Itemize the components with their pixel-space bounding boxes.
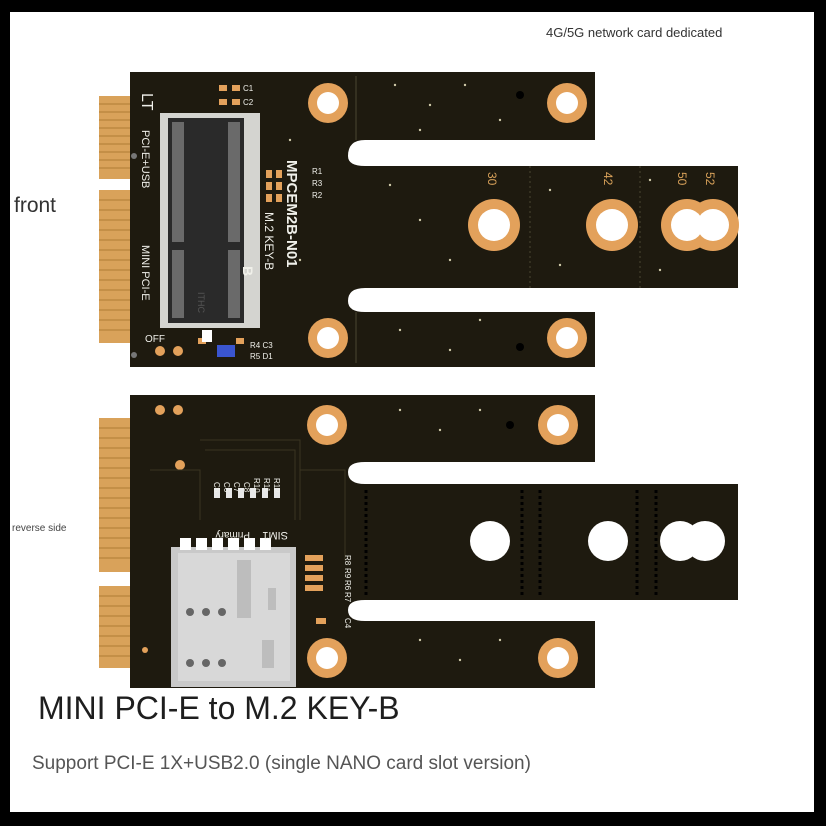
silk-primary: Primary bbox=[216, 529, 250, 540]
silk-pos30: 30 bbox=[485, 172, 499, 186]
silk-r2: R2 bbox=[312, 191, 323, 200]
silk-c5: C5 bbox=[212, 482, 221, 493]
silk-mini-pcie: MINI PCI-E bbox=[139, 245, 151, 301]
network-card-note: 4G/5G network card dedicated bbox=[546, 25, 723, 40]
silk-c2: C2 bbox=[243, 98, 254, 107]
silk-keyb: M.2 KEY-B bbox=[262, 212, 276, 270]
silk-r8: R8 bbox=[343, 555, 352, 566]
front-board: LT C1 C2 PCI-E+USB MINI PCI-E MPCEM2B-N0… bbox=[99, 72, 739, 367]
product-title: MINI PCI-E to M.2 KEY-B bbox=[38, 690, 400, 726]
silk-r6: R6 bbox=[343, 580, 352, 591]
front-label: front bbox=[14, 194, 57, 217]
silk-c6: C6 bbox=[222, 482, 231, 493]
silk-lt: LT bbox=[138, 93, 155, 111]
silk-r10: R10 bbox=[252, 478, 261, 493]
silk-r1: R1 bbox=[312, 167, 323, 176]
silk-r11: R11 bbox=[262, 478, 271, 493]
silk-c4: C4 bbox=[343, 618, 352, 629]
silk-r4c3: R4 C3 bbox=[250, 341, 273, 350]
silk-r3: R3 bbox=[312, 179, 323, 188]
silk-r5d1: R5 D1 bbox=[250, 352, 273, 361]
silk-pos52: 52 bbox=[703, 172, 717, 186]
silk-off: OFF bbox=[145, 334, 165, 345]
silk-r7: R7 bbox=[343, 592, 352, 603]
silk-sim1: SIM1 bbox=[262, 529, 288, 541]
silk-pcie-usb: PCI-E+USB bbox=[139, 130, 151, 188]
silk-c7: C7 bbox=[232, 482, 241, 493]
silk-r9: R9 bbox=[343, 568, 352, 579]
silk-pos50: 50 bbox=[675, 172, 689, 186]
silk-ithc: ITHC bbox=[196, 292, 206, 313]
silk-pos42: 42 bbox=[601, 172, 615, 186]
silk-b: B bbox=[240, 266, 256, 276]
silk-model: MPCEM2B-N01 bbox=[283, 160, 300, 268]
silk-c8: C8 bbox=[242, 482, 251, 493]
reverse-side-label: reverse side bbox=[12, 523, 67, 534]
reverse-board: C5 C6 C7 C8 R10 R11 R12 R8 R9 R6 R7 C4 S… bbox=[99, 395, 738, 688]
silk-c1: C1 bbox=[243, 84, 254, 93]
silk-r12: R12 bbox=[272, 478, 281, 493]
product-subtitle: Support PCI-E 1X+USB2.0 (single NANO car… bbox=[32, 753, 531, 774]
